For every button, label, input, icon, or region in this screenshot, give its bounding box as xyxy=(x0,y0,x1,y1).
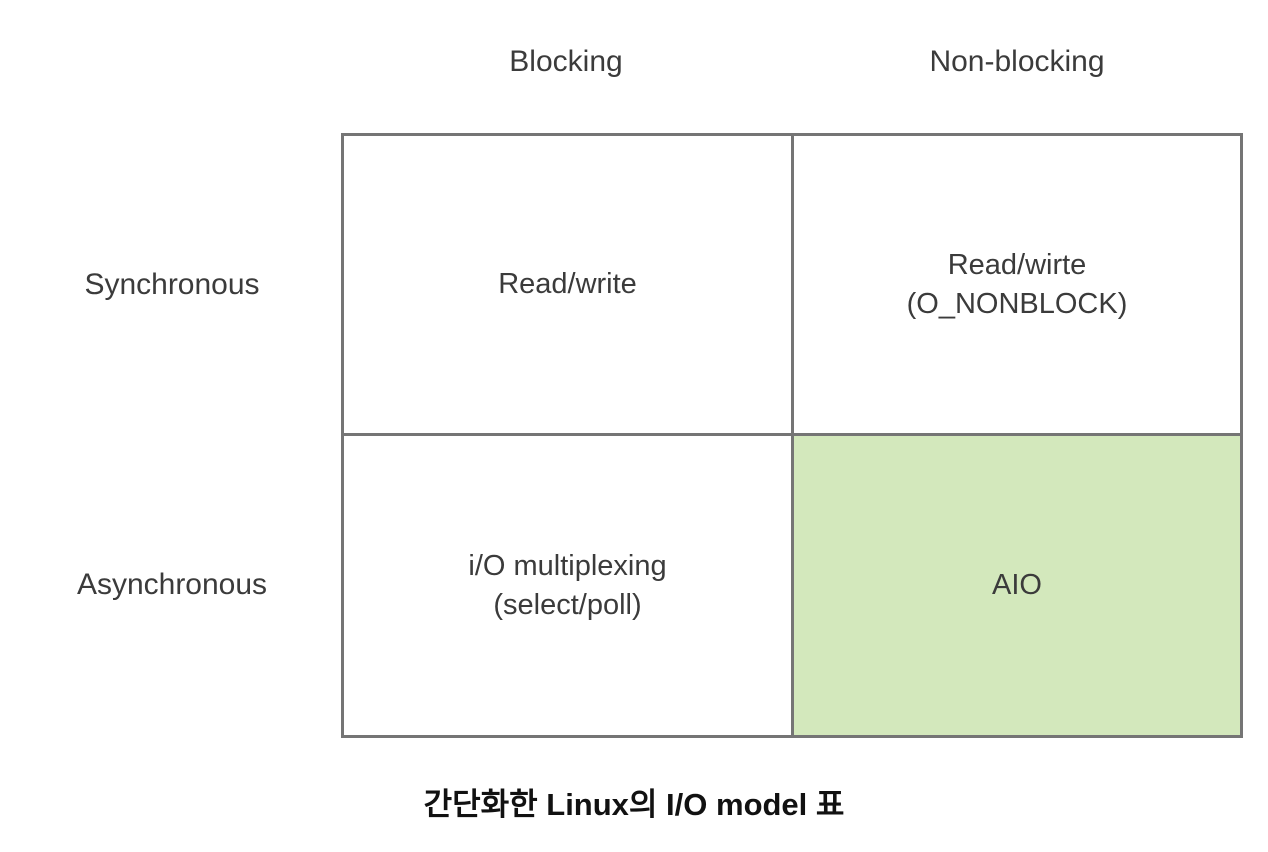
figure-caption: 간단화한 Linux의 I/O model 표 xyxy=(423,787,845,822)
cell-line: (O_NONBLOCK) xyxy=(906,287,1128,320)
cell-line: Read/write xyxy=(498,268,637,301)
column-header-non-blocking: Non-blocking xyxy=(929,45,1105,78)
column-header-blocking: Blocking xyxy=(509,45,623,78)
cell-asynchronous-non-blocking: AIO xyxy=(794,436,1240,735)
cell-line: AIO xyxy=(992,569,1042,602)
row-header-synchronous: Synchronous xyxy=(84,268,260,301)
cell-synchronous-blocking: Read/write xyxy=(344,136,794,436)
cell-synchronous-non-blocking: Read/wirte (O_NONBLOCK) xyxy=(794,136,1240,436)
cell-line: (select/poll) xyxy=(493,588,642,621)
cell-line: Read/wirte xyxy=(947,249,1087,282)
io-model-matrix: Read/write Read/wirte (O_NONBLOCK) i/O m… xyxy=(341,133,1243,738)
cell-line: i/O multiplexing xyxy=(468,550,667,583)
cell-asynchronous-blocking: i/O multiplexing (select/poll) xyxy=(344,436,794,735)
row-header-asynchronous: Asynchronous xyxy=(76,568,268,601)
